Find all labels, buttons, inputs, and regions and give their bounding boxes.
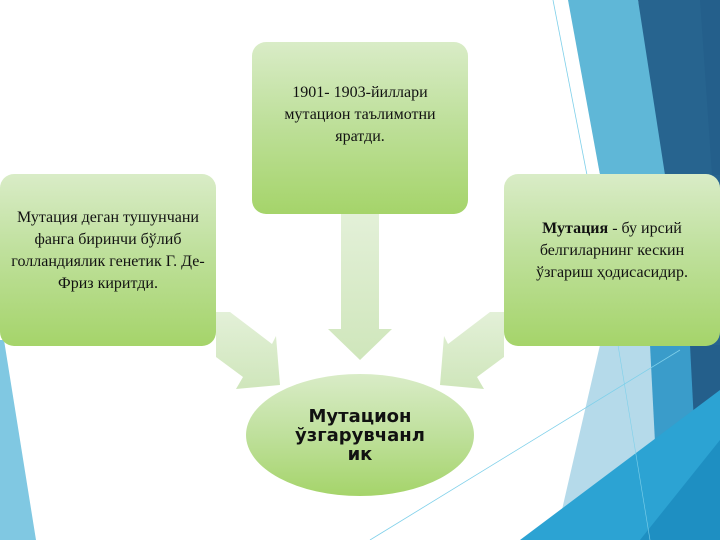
right-info-box: Мутация - бу ирсий белгиларнинг кескин ў… <box>504 174 720 346</box>
center-label-line-3: ик <box>347 443 373 465</box>
left-box-text: Мутация деган тушунчани фанга биринчи бў… <box>11 209 205 292</box>
center-label-line-2: ўзгарувчанл <box>295 424 425 446</box>
left-info-box: Мутация деган тушунчани фанга биринчи бў… <box>0 174 216 346</box>
top-box-text: 1901- 1903-йиллари мутацион таълимотни я… <box>284 84 436 145</box>
center-label: Мутацион ўзгарувчанл ик <box>295 407 425 464</box>
right-box-bold-term: Мутация <box>542 220 609 237</box>
right-box-text-wrap: Мутация - бу ирсий белгиларнинг кескин ў… <box>512 218 712 284</box>
right-box-text: - бу ирсий белгиларнинг кескин ўзгариш ҳ… <box>536 220 688 281</box>
center-label-line-1: Мутацион <box>308 405 412 427</box>
center-ellipse: Мутацион ўзгарувчанл ик <box>246 374 474 496</box>
top-info-box: 1901- 1903-йиллари мутацион таълимотни я… <box>252 42 468 214</box>
